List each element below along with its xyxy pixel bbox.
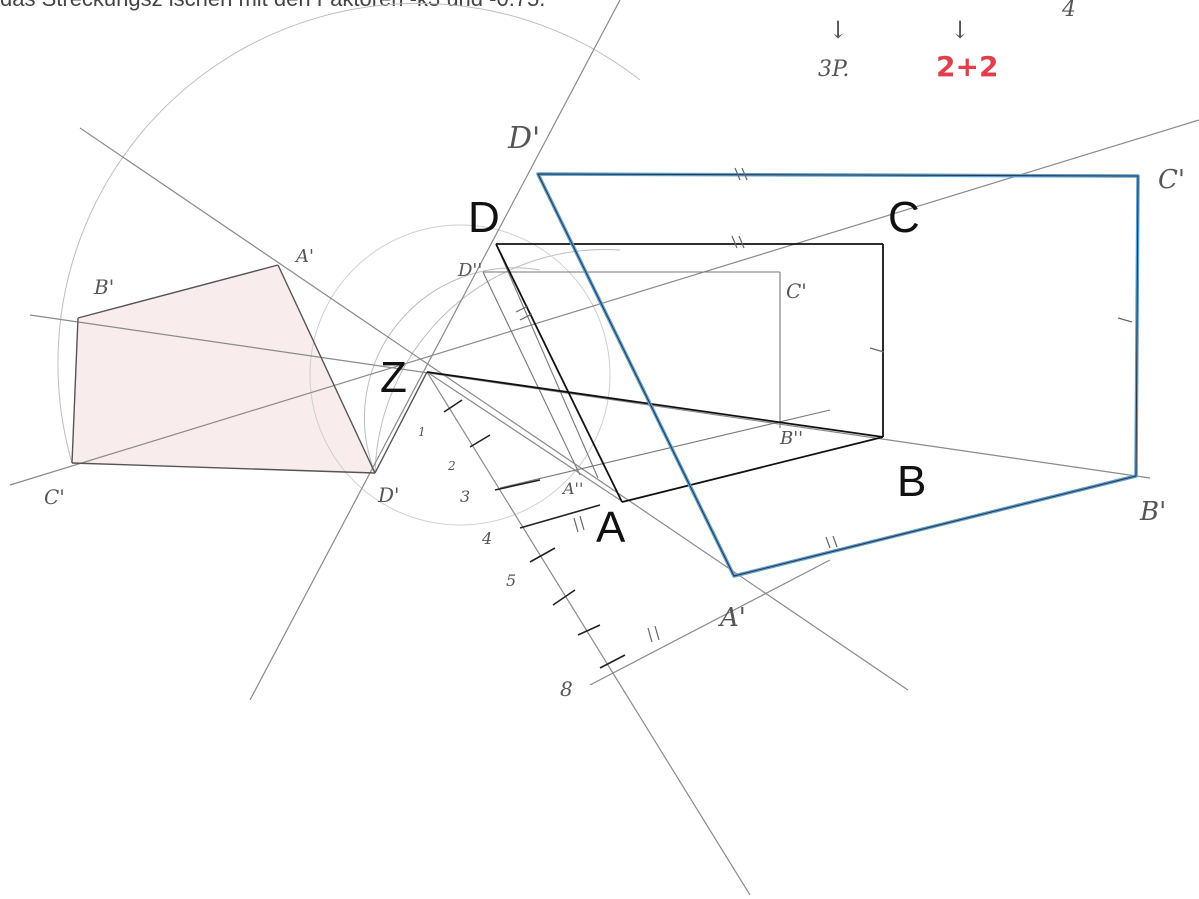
label-B2: B'' bbox=[779, 428, 803, 449]
left-image-figure bbox=[71, 264, 428, 474]
inner-helper-figure bbox=[482, 243, 831, 489]
label-Bbar: B' bbox=[93, 275, 114, 299]
scale-mark: 5 bbox=[506, 571, 516, 590]
scale-mark: 8 bbox=[560, 677, 573, 701]
grading-arrow-left: ↓ bbox=[828, 16, 848, 44]
score-text: 2+2 bbox=[936, 50, 998, 83]
construction-circles bbox=[57, 2, 641, 526]
scale-mark: 1 bbox=[418, 425, 426, 439]
header-text: das Streckungsz ischen mit den Faktoren … bbox=[0, 0, 545, 11]
page-number: 4 bbox=[1061, 0, 1076, 22]
label-A2: A'' bbox=[561, 479, 583, 498]
scale-numbers: 1 2 3 4 5 8 bbox=[418, 425, 573, 701]
label-D: D bbox=[468, 193, 500, 242]
label-A: A bbox=[596, 503, 626, 552]
parallel-marks bbox=[515, 167, 1133, 643]
label-C: C bbox=[888, 193, 920, 242]
label-Abar: A' bbox=[294, 246, 314, 267]
figure-image-blue bbox=[536, 172, 1140, 578]
scale-mark: 4 bbox=[481, 529, 492, 548]
scale-mark: 3 bbox=[460, 487, 470, 506]
scale-ruler-ticks bbox=[443, 399, 626, 669]
grading-arrow-right: ↓ bbox=[950, 16, 970, 44]
label-Dbar: D' bbox=[377, 483, 400, 507]
figure-image-outline bbox=[537, 173, 1139, 577]
construction-rays bbox=[9, 0, 1199, 896]
figure-abcd bbox=[426, 243, 884, 503]
label-Z: Z bbox=[380, 353, 407, 402]
label-C2: C' bbox=[786, 279, 807, 303]
points-label: 3P. bbox=[818, 57, 849, 82]
label-C1: C' bbox=[1158, 165, 1185, 195]
label-A1: A' bbox=[718, 603, 746, 633]
label-B: B bbox=[897, 457, 926, 506]
label-D1: D' bbox=[507, 121, 540, 156]
label-D2: D'' bbox=[457, 260, 482, 281]
scale-mark: 2 bbox=[447, 459, 456, 473]
label-B1: B' bbox=[1139, 497, 1166, 527]
label-Cbar: C' bbox=[44, 485, 65, 509]
shaded-region bbox=[72, 265, 375, 473]
